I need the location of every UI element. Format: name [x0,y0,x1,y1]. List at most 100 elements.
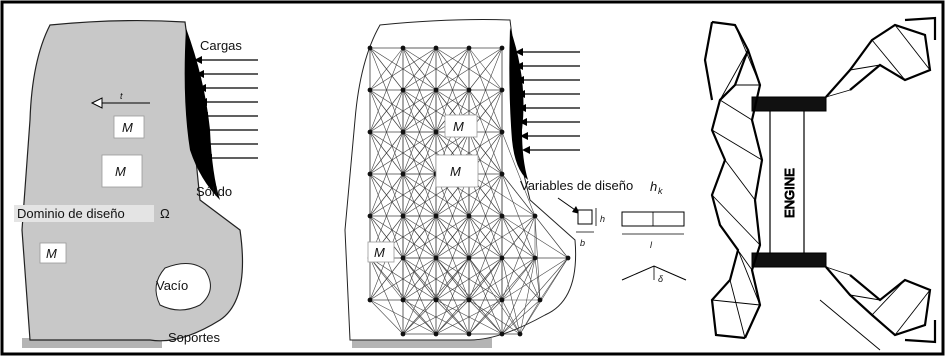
traction-label: t [120,91,123,101]
ground-structure-node [466,45,472,51]
ground-structure-bar [402,257,437,335]
ground-structure-bar [468,257,521,335]
ground-structure-bar [369,299,404,335]
engine-mount-bracket [751,252,827,268]
engine-label: ENGINE [782,168,797,218]
length-label: l [650,240,653,250]
ground-structure-bar [402,257,470,301]
width-label: b [580,238,585,248]
material-box-label: M [122,120,133,135]
ground-structure-bar [435,47,503,91]
engine-mount-bracket [751,96,827,112]
material-box [39,242,67,264]
ground-structure-node [466,255,472,261]
ground-structure-bar [369,89,437,133]
ground-structure-bar [501,257,536,301]
design-variable-subscript: k [658,186,663,196]
ground-structure-bar [501,257,521,335]
material-box [367,241,395,263]
ground-structure-bar [402,89,470,133]
ground-structure-bar [519,257,536,335]
ground-structure-node [367,171,373,177]
ground-structure-node [499,255,505,261]
ground-structure-bar [534,215,569,259]
ground-structure-node [400,45,406,51]
ground-structure-node [499,331,505,337]
ground-structure-node [433,255,439,261]
ground-structure-node [499,297,505,303]
traction-arrowhead [90,97,103,109]
void-region [155,263,211,311]
ground-structure-bar [435,299,470,335]
material-box [113,115,145,139]
ground-structure-bar [369,257,404,335]
ground-structure-bar [501,257,541,301]
ground-structure-bar [369,89,404,133]
ground-structure-bar [369,131,437,175]
height-label: h [600,214,605,224]
void-label: Vacío [156,278,188,293]
material-box [444,114,478,138]
ground-structure-node [433,213,439,219]
solid-label: Sólido [196,184,232,199]
material-box [435,154,479,188]
ground-structure-node [466,87,472,93]
ground-structure-bar [402,257,470,335]
material-box-label: M [115,164,126,179]
optimized-frame-thin [711,24,931,351]
ground-structure-bar [501,299,521,335]
ground-structure-bar [468,257,536,301]
ground-structure-node [499,45,505,51]
ground-structure-node [499,87,505,93]
deflection-label: δ [658,274,664,284]
ground-structure-node [367,297,373,303]
load-arrowheads [515,48,530,154]
load-arrowheads [194,56,212,162]
design-variable-symbol: h [650,179,657,194]
ground-structure-bar [435,257,503,335]
ground-structure-node [400,213,406,219]
ground-structure-node [433,87,439,93]
ground-structure-node [532,213,538,219]
ground-structure-node [367,213,373,219]
panel-ground-structure: M M M Variables de diseño h k h b l δ [344,19,687,348]
material-box-label: M [453,119,464,134]
solid-region [509,28,528,180]
ground-structure-bar [402,299,470,335]
ground-structure-node [367,87,373,93]
domain-label: Dominio de diseño [17,206,125,221]
ground-structure-node [433,45,439,51]
ground-structure-bar [369,257,404,301]
ground-structure-bar [435,173,503,217]
ground-structure-node [400,331,406,337]
ground-structure-bar [435,215,503,259]
material-box-label: M [374,245,385,260]
ground-structure-bar [519,299,541,335]
ground-structure-bar [501,257,569,335]
ground-structure-bar [369,131,404,175]
ground-structure-node [537,297,543,303]
ground-structure-bar [369,173,404,217]
ground-structure-bar [402,299,437,335]
ground-structure-bar [501,299,541,335]
supports-label: Soportes [168,330,221,345]
omega-symbol: Ω [160,206,170,221]
ground-structure-node [466,213,472,219]
ground-structure-node [400,129,406,135]
ground-structure-bar [468,299,521,335]
load-arrows [518,51,580,151]
ground-structure-bar [501,257,569,301]
ground-structure-bar [519,257,569,335]
ground-structure-bar [501,257,536,335]
domain-label-bg [14,205,154,222]
ground-structure-node [517,331,523,337]
ground-structure-bar [468,257,536,335]
ground-structure-node [400,297,406,303]
ground-structure-bar [435,257,470,301]
ground-structure-node [499,129,505,135]
ground-structure-node [400,255,406,261]
support-strip [352,338,492,348]
ground-structure-node [433,297,439,303]
panel-design-domain: t M M M Cargas Sólido Dominio de diseño … [14,19,258,348]
